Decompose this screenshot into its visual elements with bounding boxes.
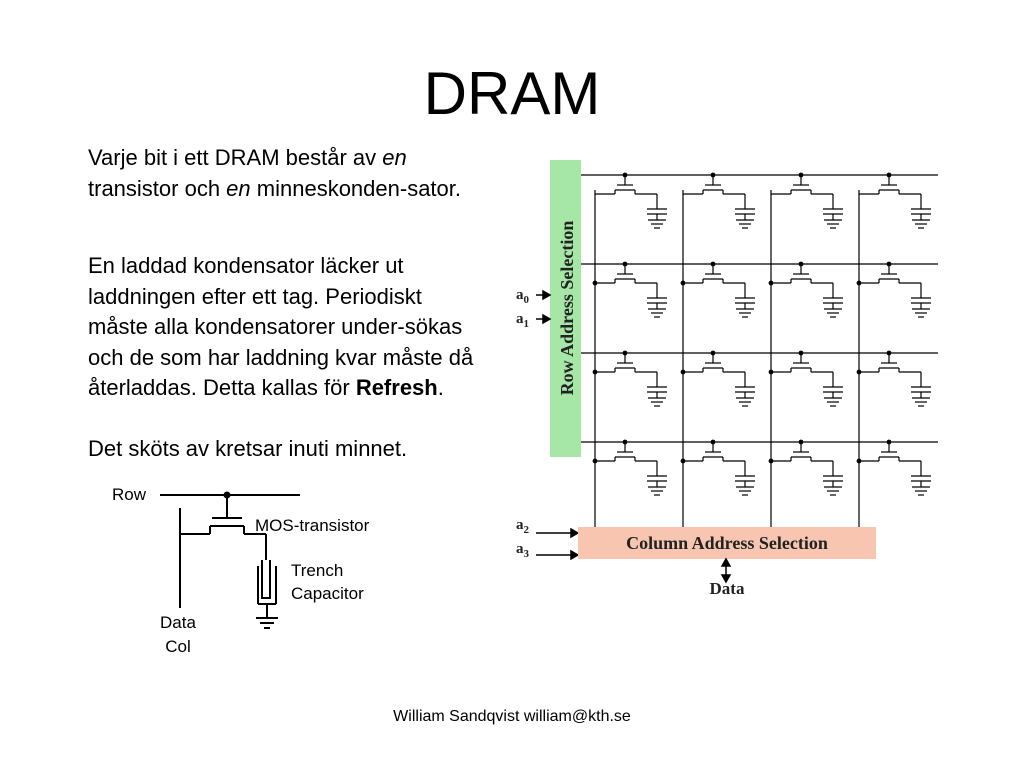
data-label: Data [160,613,196,632]
cell-bitline-junction-dot [680,458,686,464]
cell-bitline-junction-dot [856,369,862,375]
address-a0-label: a0 [516,287,530,306]
col-label: Col [165,637,191,656]
cell-bitline-junction-dot [680,369,686,375]
dram-cell-diagram: Row MOS-transistor Trench Capacitor Data… [112,485,370,656]
cell-bitline-junction-dot [856,280,862,286]
data-arrow-head-up [720,557,732,567]
row-address-selection-label: Row Address Selection [557,221,577,396]
memory-cell-grid [581,172,938,527]
row-junction-dot [223,491,231,499]
cell-bitline-junction-dot [768,458,774,464]
intro-text-1: Varje bit i ett DRAM består av [88,145,383,170]
intro-text-2: transistor och [88,175,227,201]
cell-bitline-junction-dot [592,369,598,375]
cell-bitline-junction-dot [856,458,862,464]
address-a2-label: a2 [516,517,530,536]
column-address-selection-label: Column Address Selection [626,533,828,553]
dram-array-diagram: Row Address Selection a0 a1 a2 a3 Column… [516,160,938,598]
column-address-selection-box [578,527,876,559]
cell-bitline-junction-dot [592,280,598,286]
circuit-paragraph: Det sköts av kretsar inuti minnet. [88,434,483,465]
intro-paragraph: Varje bit i ett DRAM består av en transi… [88,143,483,204]
a3-arrow-head [570,549,580,561]
intro-emphasis-2: en [226,175,251,201]
a1-arrow-head [542,313,552,325]
cell-bitline-junction-dot [592,458,598,464]
address-a1-label: a1 [516,311,529,330]
refresh-term: Refresh [355,375,438,400]
refresh-paragraph: En laddad kondensator läcker ut laddning… [88,251,483,404]
intro-text-3: minneskonden-sator. [250,175,461,201]
trench-label: Trench [291,561,343,580]
capacitor-label: Capacitor [291,584,364,603]
data-io-label: Data [710,579,745,598]
cell-bitline-junction-dot [768,280,774,286]
a2-arrow-head [570,527,580,539]
a0-arrow-head [542,289,552,301]
trench-capacitor [261,560,271,599]
cell-bitline-junction-dot [768,369,774,375]
intro-emphasis-1: en [382,145,407,170]
cell-bitline-junction-dot [680,280,686,286]
refresh-text: En laddad kondensator läcker ut laddning… [88,253,474,400]
footer-author: William Sandqvist william@kth.se [393,708,631,725]
address-a3-label: a3 [516,541,530,560]
row-address-selection-box [550,160,581,457]
circuit-text: Det sköts av kretsar inuti minnet. [88,436,408,461]
slide-title: DRAM [423,60,601,127]
data-arrow-head-down [720,574,732,584]
refresh-period: . [437,375,444,400]
row-label: Row [112,485,147,504]
mos-label: MOS-transistor [255,516,370,535]
